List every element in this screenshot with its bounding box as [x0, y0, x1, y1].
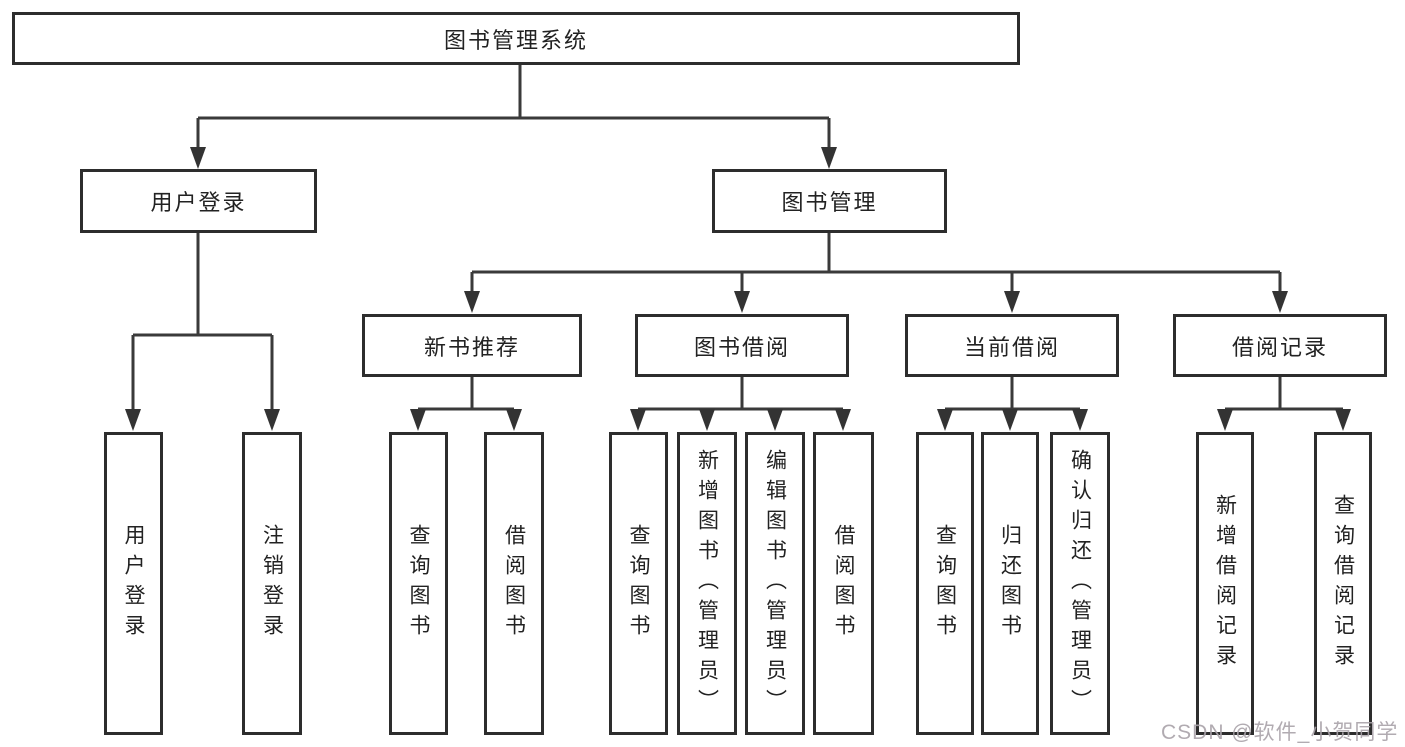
node-book-borrowing: 图书借阅	[635, 314, 849, 377]
leaf-add-books-admin: 新增图书（管理员）	[677, 432, 737, 735]
leaf-label: 新增借阅记录	[1213, 493, 1237, 674]
leaf-label: 借阅图书	[832, 523, 855, 644]
leaf-label: 归还图书	[998, 523, 1022, 644]
leaf-label: 注销登录	[260, 523, 284, 644]
leaf-label: 查询图书	[407, 523, 430, 644]
leaf-confirm-return-admin: 确认归还（管理员）	[1050, 432, 1110, 735]
node-user-login: 用户登录	[80, 169, 317, 233]
leaf-return-books: 归还图书	[981, 432, 1039, 735]
leaf-edit-books-admin: 编辑图书（管理员）	[745, 432, 805, 735]
leaf-label: 确认归还（管理员）	[1068, 448, 1092, 719]
node-current-borrowing: 当前借阅	[905, 314, 1119, 377]
leaf-query-books-borrowing: 查询图书	[609, 432, 668, 735]
leaf-borrow-books: 借阅图书	[813, 432, 874, 735]
leaf-query-borrow-record: 查询借阅记录	[1314, 432, 1372, 735]
leaf-add-borrow-record: 新增借阅记录	[1196, 432, 1254, 735]
leaf-label: 借阅图书	[502, 523, 526, 644]
leaf-borrow-books-recommend: 借阅图书	[484, 432, 544, 735]
leaf-label: 新增图书（管理员）	[695, 448, 719, 719]
leaf-logout: 注销登录	[242, 432, 302, 735]
leaf-query-books-recommend: 查询图书	[389, 432, 448, 735]
node-new-book-recommend: 新书推荐	[362, 314, 582, 377]
leaf-label: 用户登录	[122, 523, 145, 644]
node-library-management-system: 图书管理系统	[12, 12, 1020, 65]
leaf-user-login: 用户登录	[104, 432, 163, 735]
leaf-label: 查询借阅记录	[1331, 493, 1355, 674]
csdn-watermark: CSDN @软件_小贺同学	[1161, 721, 1399, 744]
node-book-management: 图书管理	[712, 169, 947, 233]
leaf-label: 查询图书	[627, 523, 650, 644]
leaf-label: 编辑图书（管理员）	[763, 448, 787, 719]
node-borrow-records: 借阅记录	[1173, 314, 1387, 377]
leaf-query-books-current: 查询图书	[916, 432, 974, 735]
leaf-label: 查询图书	[933, 523, 957, 644]
